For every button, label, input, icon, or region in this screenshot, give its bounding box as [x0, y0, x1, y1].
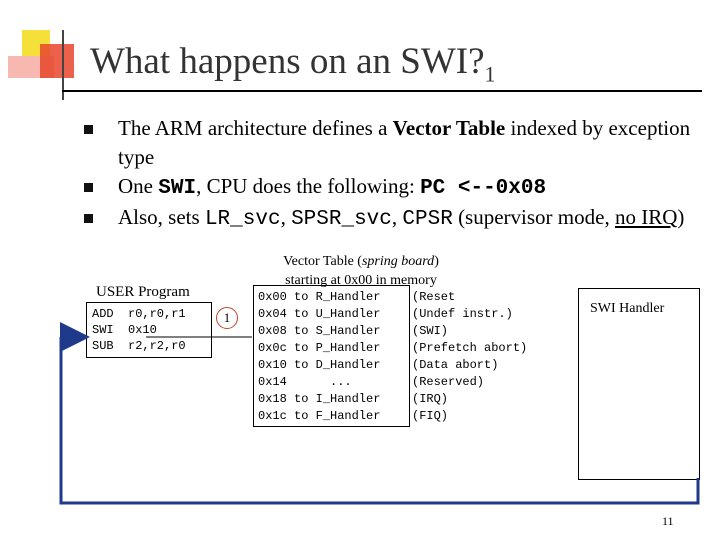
page-number: 11 — [662, 514, 674, 529]
return-path-arrow — [61, 337, 698, 503]
